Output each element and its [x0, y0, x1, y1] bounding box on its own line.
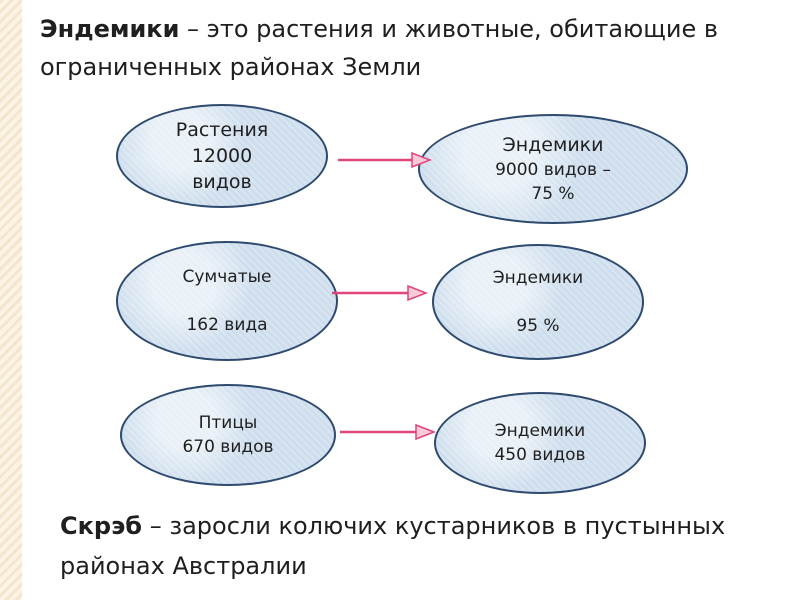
- plants-label: Растения: [175, 119, 269, 141]
- plants-endemics-percent: 75 %: [531, 184, 575, 204]
- decorative-stripe: [0, 0, 22, 600]
- plants-unit: видов: [192, 171, 252, 193]
- heading-term: Эндемики: [40, 15, 180, 43]
- arrow-right-icon: [332, 284, 429, 302]
- arrow-right-icon: [340, 423, 437, 441]
- footer-term: Скрэб: [60, 512, 143, 540]
- marsupials-endemics-ellipse: Эндемики 95 %: [432, 244, 644, 360]
- birds-endemics-label: Эндемики: [494, 421, 586, 441]
- birds-label: Птицы: [198, 413, 258, 433]
- slide-heading: Эндемики – это растения и животные, обит…: [40, 10, 760, 86]
- birds-ellipse: Птицы 670 видов: [120, 384, 336, 486]
- plants-endemics-ellipse: Эндемики 9000 видов – 75 %: [418, 114, 688, 224]
- plants-ellipse: Растения 12000 видов: [116, 104, 328, 208]
- plants-endemics-count: 9000 видов –: [495, 160, 611, 180]
- marsupials-endemics-percent: 95 %: [516, 316, 560, 336]
- footer-definition: – заросли колючих кустарников в пустынны…: [60, 512, 726, 580]
- heading-definition: – это растения и животные, обитающие в о…: [40, 15, 718, 81]
- arrow-right-icon: [338, 151, 432, 169]
- plants-endemics-label: Эндемики: [502, 134, 604, 156]
- birds-count: 670 видов: [182, 437, 274, 457]
- marsupials-ellipse: Сумчатые 162 вида: [116, 241, 338, 361]
- birds-endemics-count: 450 видов: [494, 445, 586, 465]
- marsupials-endemics-label: Эндемики: [492, 268, 584, 288]
- birds-endemics-ellipse: Эндемики 450 видов: [434, 392, 646, 494]
- marsupials-label: Сумчатые: [182, 267, 272, 287]
- marsupials-count: 162 вида: [186, 315, 268, 335]
- plants-count: 12000: [191, 145, 253, 167]
- slide-footer: Скрэб – заросли колючих кустарников в пу…: [60, 506, 760, 586]
